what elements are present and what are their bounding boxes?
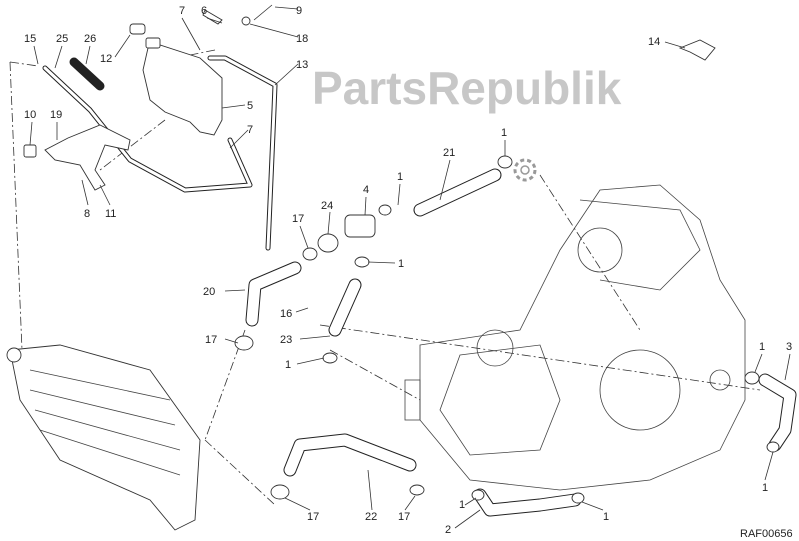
part-label: 15 bbox=[24, 33, 36, 45]
part-number-labels: 15 25 26 12 7 6 9 18 13 5 10 19 7 8 11 1… bbox=[24, 5, 792, 536]
engine bbox=[404, 184, 746, 491]
small-hoses bbox=[23, 55, 278, 251]
part-label: 18 bbox=[296, 33, 308, 45]
part-label: 2 bbox=[445, 524, 451, 536]
part-label: 4 bbox=[363, 184, 369, 196]
reference-code: RAF00656 bbox=[740, 528, 793, 540]
part-label: 1 bbox=[397, 171, 403, 183]
part-label: 1 bbox=[762, 482, 768, 494]
assembly-lines bbox=[9, 49, 761, 506]
part-label: 5 bbox=[247, 100, 253, 112]
main-hoses bbox=[234, 39, 797, 517]
radiator bbox=[6, 344, 201, 531]
part-label: 20 bbox=[203, 286, 215, 298]
part-label: 13 bbox=[296, 59, 308, 71]
part-label: 26 bbox=[84, 33, 96, 45]
part-label: 17 bbox=[307, 511, 319, 523]
part-label: 22 bbox=[365, 511, 377, 523]
part-label: 8 bbox=[84, 208, 90, 220]
thermostat bbox=[344, 214, 376, 238]
part-label: 17 bbox=[205, 334, 217, 346]
leader-lines bbox=[29, 6, 791, 529]
part-label: 24 bbox=[321, 200, 333, 212]
part-label: 1 bbox=[759, 341, 765, 353]
part-label: 7 bbox=[179, 5, 185, 17]
part-label: 11 bbox=[105, 208, 116, 220]
part-label: 21 bbox=[443, 147, 455, 159]
part-label: 14 bbox=[648, 36, 660, 48]
tank-cap bbox=[129, 23, 146, 35]
watermark: PartsRepublik bbox=[312, 62, 622, 114]
part-label: 19 bbox=[50, 109, 62, 121]
part-label: 1 bbox=[603, 511, 609, 523]
part-label: 9 bbox=[296, 5, 302, 17]
clamp bbox=[678, 39, 716, 61]
part-label: 1 bbox=[285, 359, 291, 371]
expansion-tank bbox=[129, 4, 273, 136]
gear-watermark-icon bbox=[513, 158, 537, 182]
part-label: 23 bbox=[280, 334, 292, 346]
part-label: 17 bbox=[292, 213, 304, 225]
part-label: 1 bbox=[501, 127, 507, 139]
part-label: 3 bbox=[786, 341, 792, 353]
part-label: 17 bbox=[398, 511, 410, 523]
part-label: 7 bbox=[247, 124, 253, 136]
part-label: 12 bbox=[100, 53, 112, 65]
part-label: 25 bbox=[56, 33, 68, 45]
part-label: 16 bbox=[280, 308, 292, 320]
part-label: 6 bbox=[201, 5, 207, 17]
part-label: 10 bbox=[24, 109, 36, 121]
part-label: 1 bbox=[459, 499, 465, 511]
part-label: 1 bbox=[398, 258, 404, 270]
